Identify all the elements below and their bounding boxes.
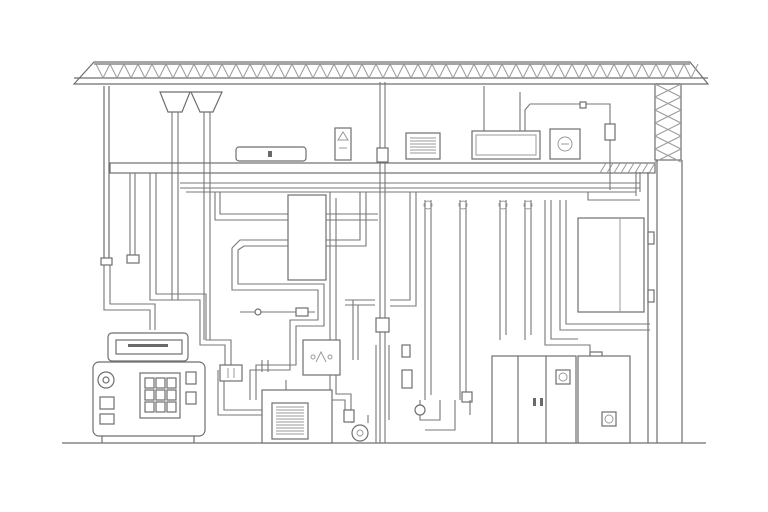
electrical-cabinet-icon [491,355,631,444]
roof-grille-icon [405,132,441,160]
valve-icon [343,344,413,423]
keypad-key [155,389,166,401]
main-riser [375,82,390,443]
junction-box-icon [302,339,341,376]
keypad-key [144,401,155,413]
roof-fixture [235,146,307,162]
vent-hood-icon [159,91,223,340]
lattice-column-icon [654,83,682,163]
right-wall [647,160,683,443]
left-wall [100,86,113,266]
keypad-key [155,377,166,389]
keypad-key [166,401,177,413]
air-handler-icon [471,86,616,160]
window-panel-right [577,217,655,313]
warning-sign-icon [334,127,352,161]
fan-coil-icon [261,389,333,444]
pipe-network-left [103,173,417,420]
control-panel-icon [139,372,181,419]
keypad-key [166,389,177,401]
keypad-key [144,377,155,389]
roof-truss-icon [72,61,710,85]
keypad-key [166,377,177,389]
keypad-key [144,389,155,401]
keypad-key [155,401,166,413]
floor-slab [109,162,656,174]
wall-panel-left [287,194,327,281]
header-pipes [180,140,640,193]
